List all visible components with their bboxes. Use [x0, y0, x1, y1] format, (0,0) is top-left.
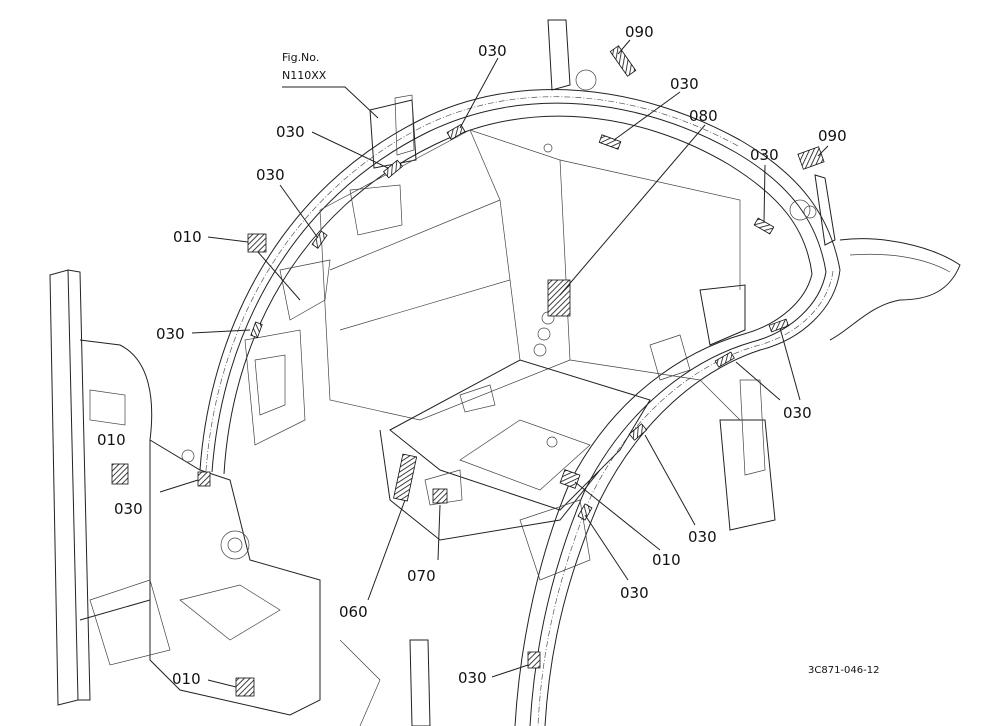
part-090-right — [797, 146, 825, 170]
callout-010-lowleft: 010 — [97, 431, 126, 449]
callout-070: 070 — [407, 567, 436, 585]
part-010-upper — [247, 233, 267, 253]
part-070 — [432, 488, 448, 504]
part-010-mid — [559, 469, 581, 489]
part-010-left — [111, 463, 129, 485]
leader-lines — [159, 39, 829, 688]
callout-030-left1: 030 — [256, 166, 285, 184]
drawing-number: 3C871-046-12 — [808, 665, 879, 676]
callout-030-midright: 030 — [688, 528, 717, 546]
callout-030-left2: 030 — [156, 325, 185, 343]
hatched-parts — [111, 45, 825, 697]
callout-010-left: 010 — [173, 228, 202, 246]
part-090-top — [609, 45, 637, 77]
callout-030-lowmid: 030 — [620, 584, 649, 602]
callout-030-right: 030 — [750, 146, 779, 164]
callout-030-lowleft: 030 — [114, 500, 143, 518]
callout-030-upleft: 030 — [276, 123, 305, 141]
callout-080: 080 — [689, 107, 718, 125]
fig-no-label: Fig.No. — [282, 51, 319, 64]
callout-030-top: 030 — [478, 42, 507, 60]
callout-090-top: 090 — [625, 23, 654, 41]
callout-010-mid: 010 — [652, 551, 681, 569]
callout-010-bottom: 010 — [172, 670, 201, 688]
part-060 — [393, 453, 418, 502]
callout-030-farright: 030 — [783, 404, 812, 422]
part-080 — [547, 279, 571, 317]
callout-090-right: 090 — [818, 127, 847, 145]
cab-frame-drawing — [49, 19, 961, 726]
fig-no-value: N110XX — [282, 69, 327, 82]
callout-060: 060 — [339, 603, 368, 621]
callout-labels: Fig.No. N110XX 090 030 030 080 090 030 0… — [97, 23, 879, 688]
callout-030-bottom: 030 — [458, 669, 487, 687]
callout-030-topright: 030 — [670, 75, 699, 93]
part-010-bottom — [235, 677, 255, 697]
